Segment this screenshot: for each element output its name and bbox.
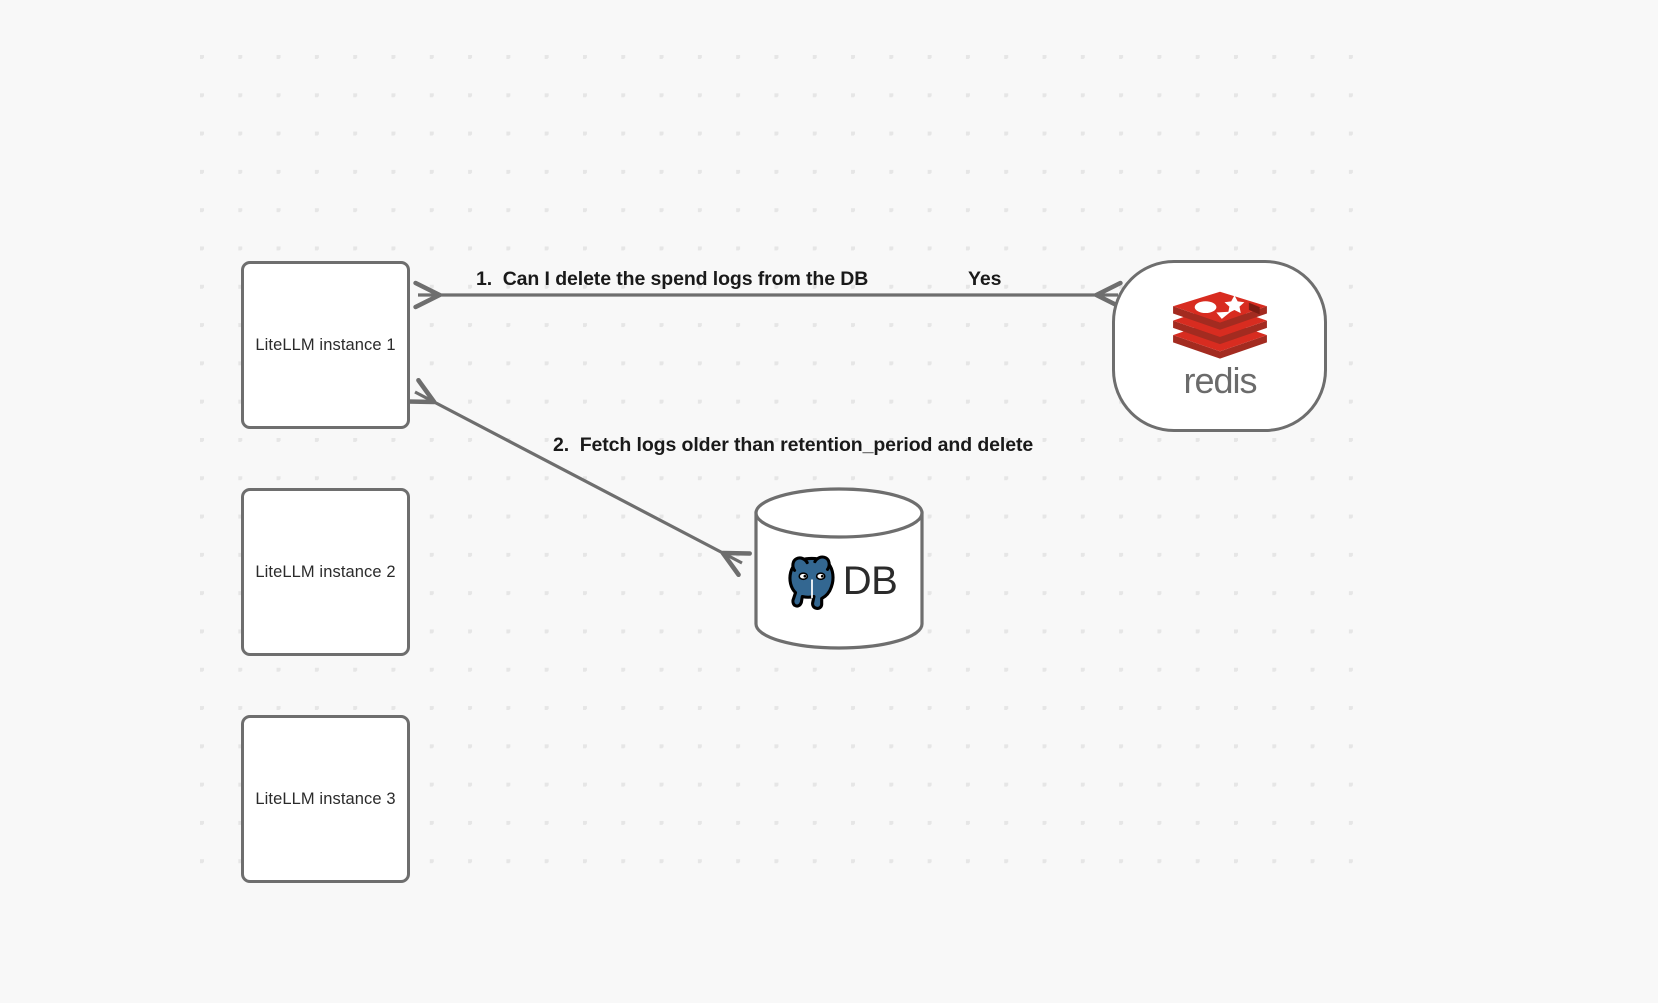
cylinder-shape-icon <box>754 487 924 650</box>
redis-logo-icon <box>1172 291 1267 359</box>
node-litellm-instance-1[interactable]: LiteLLM instance 1 <box>241 261 410 429</box>
edge-label-reply: Yes <box>968 268 1002 290</box>
edge-db-instance1 <box>405 377 752 578</box>
svg-text:redis: redis <box>1183 362 1256 401</box>
node-litellm-instance-2[interactable]: LiteLLM instance 2 <box>241 488 410 656</box>
db-content: DB <box>753 487 925 650</box>
node-label-instance-1: LiteLLM instance 1 <box>255 335 396 354</box>
edge-label-request: 1. Can I delete the spend logs from the … <box>476 268 869 290</box>
redis-wordmark-text: redis <box>1183 362 1257 401</box>
node-label-instance-3: LiteLLM instance 3 <box>255 789 396 808</box>
node-database[interactable]: DB <box>753 487 925 650</box>
node-label-instance-2: LiteLLM instance 2 <box>255 562 396 581</box>
postgresql-elephant-icon <box>788 554 835 610</box>
node-litellm-instance-3[interactable]: LiteLLM instance 3 <box>241 715 410 883</box>
db-label: DB <box>842 559 898 603</box>
edge-label-fetch-delete: 2. Fetch logs older than retention_perio… <box>553 434 1034 456</box>
node-redis[interactable]: redis <box>1112 260 1327 432</box>
